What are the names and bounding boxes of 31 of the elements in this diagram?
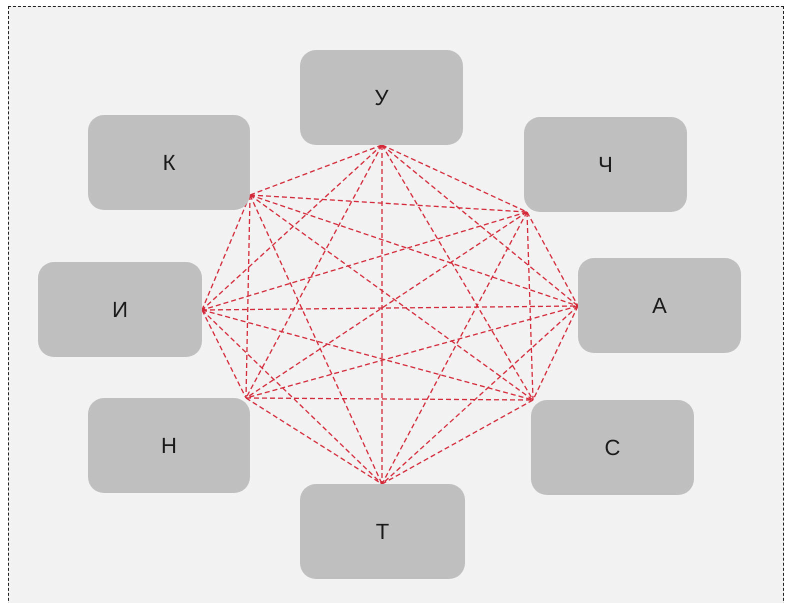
rounded-box: У [300,50,463,145]
dashed-connector [246,397,533,401]
dashed-connector [382,144,578,306]
dashed-connector [201,310,247,398]
rounded-box: К [88,115,250,210]
dashed-connector [202,310,382,484]
rounded-box: Т [300,484,465,579]
rounded-box: Н [88,398,250,493]
dashed-connector [382,144,528,213]
dashed-connector [250,194,528,213]
dashed-connector [381,212,528,484]
dashed-connector [381,144,534,400]
dashed-connector [381,145,383,484]
dashed-connector [526,212,579,306]
rounded-box: А [578,258,741,353]
dashed-connector [250,144,382,196]
dashed-connector [382,306,578,484]
dashed-connector [250,194,578,307]
dashed-connector [526,212,534,400]
rounded-box: С [531,400,694,495]
rounded-box: И [38,262,202,357]
dashed-connector [202,305,578,311]
dashed-connector [202,144,382,310]
dashed-connector [245,144,383,398]
dashed-connector [249,194,383,484]
dashed-connector [202,309,534,401]
dashed-connector [202,211,528,311]
dashed-connector [382,399,534,485]
dashed-connector [245,194,251,398]
dashed-connector [532,306,579,400]
rounded-box: Ч [524,117,687,212]
